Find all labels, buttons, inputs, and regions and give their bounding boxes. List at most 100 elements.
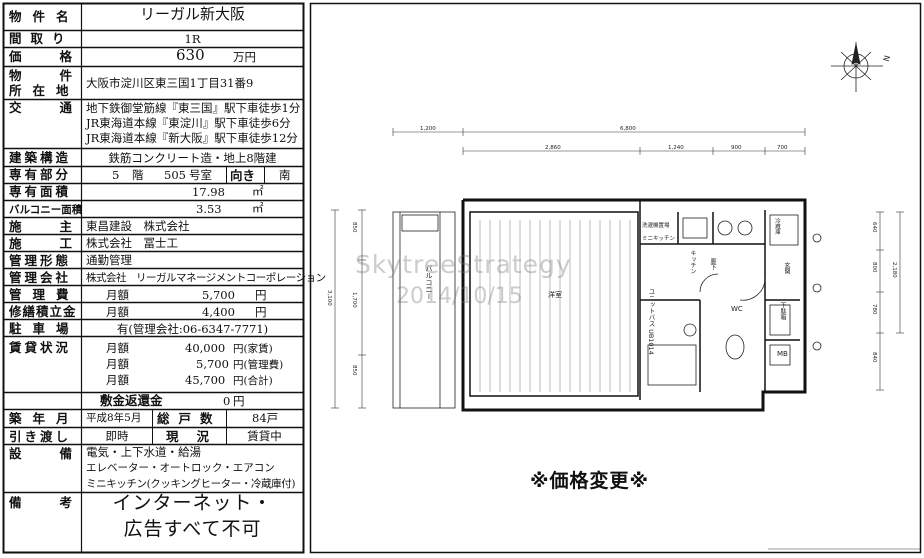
price-value: 630 — [176, 46, 205, 64]
rent-row-1-note: 円(家賃) — [233, 343, 273, 355]
label-owner: 施主 — [9, 219, 111, 234]
mgmt-fee-value: 5,700 — [202, 288, 235, 302]
direction-value: 南 — [279, 168, 291, 182]
dim-top-inner-2: 1,240 — [668, 145, 684, 151]
dim-right-3: 780 — [871, 304, 877, 315]
handover-value: 即時 — [105, 429, 129, 443]
balcony-unit: ㎡ — [252, 201, 264, 215]
dim-top-outer-2: 6,800 — [620, 126, 636, 132]
address-value: 大阪市淀川区東三国1丁目31番9 — [86, 76, 254, 90]
dim-top-inner-4: 700 — [777, 145, 788, 151]
room-label-shoe: 下駄箱 — [779, 302, 786, 320]
repair-prefix: 月額 — [106, 305, 129, 319]
dim-top-outer-1: 1,200 — [420, 126, 436, 132]
room-label-balcony: バルコニー — [425, 265, 433, 300]
price-unit: 万円 — [233, 50, 256, 64]
label-mgmt-company: 管理会社 — [9, 270, 72, 285]
dim-right-1: 640 — [871, 222, 877, 233]
status-label: 現況 — [166, 429, 228, 444]
remarks-line-2: 広告すべて不可 — [123, 518, 262, 540]
area-value: 17.98 — [192, 185, 225, 199]
watermark-line-1: SkytreeStrategy — [355, 250, 572, 279]
room-label-mb: MB — [777, 350, 788, 358]
room-label-kitchen-unit: ミニキッチン — [642, 236, 676, 242]
status-value: 賃貸中 — [247, 429, 282, 443]
repair-unit: 円 — [255, 305, 267, 319]
units-label: 総戸数 — [157, 411, 222, 426]
mgmt-company-value: 株式会社 リーガルマネージメントコーポレーション — [86, 272, 326, 284]
label-balcony: バルコニー面積 — [9, 204, 83, 216]
label-repair-fund: 修繕積立金 — [9, 304, 77, 319]
layout-value: 1R — [184, 32, 201, 46]
room-label-bath: ユニットバス UB1014 — [647, 288, 655, 355]
label-layout: 間取り — [9, 31, 74, 46]
watermark-line-2: 2014/10/15 — [396, 284, 523, 309]
label-mgmt-form: 管理形態 — [9, 253, 72, 268]
label-address-1: 物件 — [9, 68, 111, 83]
equipment-line-1: 電気・上下水道・給湯 — [86, 445, 201, 459]
unit-floor: 5 — [112, 168, 120, 182]
unit-floor-suffix: 階 — [132, 168, 144, 182]
builder-value: 株式会社 冨士工 — [86, 236, 178, 250]
rent-row-3-note: 円(合計) — [233, 375, 273, 387]
room-label-kitchen: キッチン — [689, 250, 696, 274]
label-built: 築年月 — [9, 411, 80, 426]
dim-left-2: 1,700 — [351, 292, 357, 308]
dim-right-4: 840 — [871, 352, 877, 363]
deposit-unit: 円 — [233, 394, 245, 408]
room-label-corridor: 廊下 — [709, 258, 716, 270]
label-remarks: 備考 — [9, 495, 111, 510]
direction-label: 向き — [230, 168, 256, 183]
label-builder: 施工 — [9, 236, 111, 251]
label-address-2: 所在地 — [9, 83, 80, 98]
dim-top-inner-3: 900 — [731, 145, 742, 151]
structure-value: 鉄筋コンクリート造・地上8階建 — [108, 151, 277, 165]
rent-row-3-prefix: 月額 — [106, 373, 129, 387]
label-handover: 引き渡し — [9, 429, 72, 444]
room-label-washer: 洗濯機置場 — [642, 223, 670, 229]
dim-right-2: 800 — [871, 262, 877, 273]
dim-left-total: 3,100 — [326, 290, 332, 306]
dim-left-3: 850 — [351, 365, 357, 376]
label-parking: 駐車場 — [9, 321, 80, 336]
unit-room: 505 — [164, 168, 186, 182]
dim-right-total: 2,180 — [891, 262, 897, 278]
unit-room-suffix: 号室 — [189, 168, 212, 182]
label-rental-status: 賃貸状況 — [9, 340, 72, 355]
balcony-value: 3.53 — [196, 202, 222, 216]
label-property-name: 物件名 — [9, 9, 80, 24]
equipment-line-3: ミニキッチン(クッキングヒーター・冷蔵庫付) — [86, 478, 296, 490]
rent-row-1-value: 40,000 — [185, 341, 226, 355]
rent-row-3-value: 45,700 — [185, 373, 226, 387]
price-change-notice: ※価格変更※ — [530, 470, 649, 492]
repair-value: 4,400 — [202, 305, 235, 319]
label-structure: 建築構造 — [9, 150, 72, 165]
spec-table-grid — [2, 2, 305, 554]
dim-top-inner-1: 2,860 — [545, 145, 561, 151]
label-price: 価格 — [9, 49, 111, 64]
rent-row-2-prefix: 月額 — [106, 357, 129, 371]
area-unit: ㎡ — [252, 184, 264, 198]
equipment-line-2: エレベーター・オートロック・エアコン — [86, 462, 275, 474]
access-line-1: 地下鉄御堂筋線『東三国』駅下車徒歩1分 — [86, 101, 301, 115]
access-line-2: JR東海道本線『東淀川』駅下車徒歩6分 — [86, 116, 291, 130]
label-area: 専有面積 — [9, 184, 72, 199]
rent-row-2-note: 円(管理費) — [233, 359, 284, 371]
units-value: 84戸 — [252, 411, 279, 425]
property-name-value: リーガル新大阪 — [139, 5, 245, 23]
deposit-label: 敷金返還金 — [100, 393, 163, 408]
room-label-wc: WC — [731, 305, 743, 313]
owner-value: 東昌建設 株式会社 — [86, 219, 190, 233]
label-unit: 専有部分 — [9, 167, 72, 182]
label-mgmt-fee: 管理費 — [9, 287, 80, 302]
label-access: 交通 — [9, 100, 111, 115]
label-equipment: 設備 — [9, 446, 111, 461]
room-label-fridge: 冷蔵庫 — [774, 218, 780, 235]
built-value: 平成8年5月 — [86, 412, 142, 424]
dim-left-1: 850 — [351, 222, 357, 233]
mgmt-fee-prefix: 月額 — [106, 288, 129, 302]
remarks-line-1: インターネット・ — [112, 492, 273, 514]
rent-row-1-prefix: 月額 — [106, 341, 129, 355]
mgmt-fee-unit: 円 — [255, 288, 267, 302]
compass-icon — [831, 42, 883, 92]
